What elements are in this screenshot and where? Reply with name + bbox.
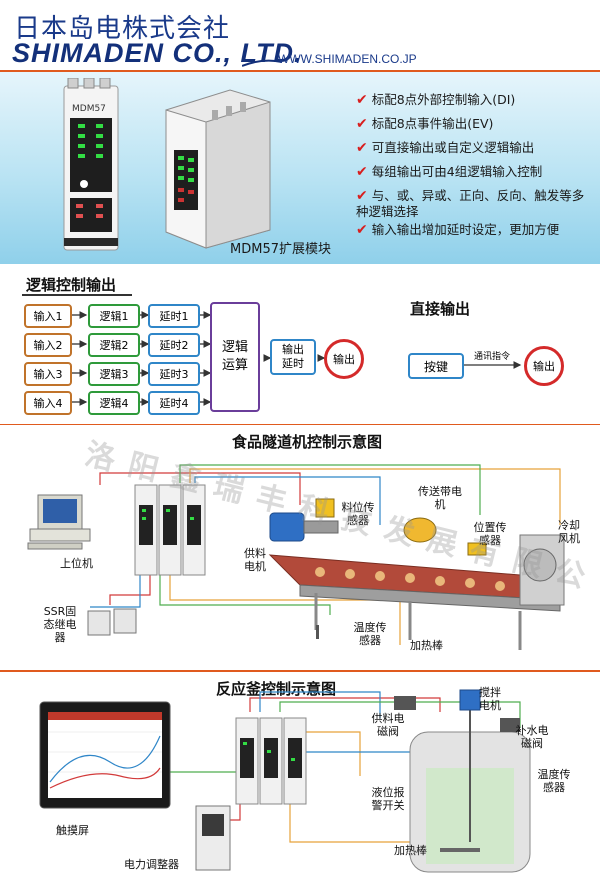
logic-title: 逻辑控制输出: [26, 276, 117, 294]
delay-box-2: 延时2: [148, 333, 200, 357]
input-box-1: 输入1: [24, 304, 72, 328]
reactor-diagram: [39, 689, 531, 873]
checkmark-icon: ✔: [356, 116, 368, 132]
reactor-title: 反应釜控制示意图: [216, 680, 337, 698]
checkmark-icon: ✔: [356, 164, 368, 180]
stir-motor-label: 搅拌电机: [479, 686, 501, 712]
logic-operation-box: 逻辑运算: [210, 302, 260, 412]
temperature-sensor-label: 温度传感器: [353, 621, 387, 647]
checkmark-icon: ✔: [356, 140, 368, 156]
title-underline: [22, 294, 132, 296]
product-panel: MDM57 MDM57扩展模块 ✔标配8点外部控制输入(DI) ✔标配8点事件输…: [0, 72, 600, 264]
header: 日本岛电株式会社 SHIMADEN CO., LTD. WWW.SHIMADEN…: [0, 0, 600, 72]
power-regulator-label: 电力调整器: [124, 858, 179, 871]
direct-output-circle: 输出: [524, 346, 564, 386]
feature-item: ✔输入输出增加延时设定，更加方便: [356, 222, 560, 238]
mdm57-module-front-image: [63, 78, 119, 251]
level-switch-label: 液位报警开关: [371, 786, 405, 812]
logo-swoosh-icon: [242, 59, 282, 67]
mdm57-module-angle-image: [165, 89, 271, 249]
logic-box-4: 逻辑4: [88, 391, 140, 415]
header-divider: [0, 70, 600, 72]
water-valve-label: 补水电磁阀: [515, 724, 549, 750]
logic-output-circle: 输出: [324, 339, 364, 379]
delay-box-1: 延时1: [148, 304, 200, 328]
checkmark-icon: ✔: [356, 92, 368, 108]
input-box-3: 输入3: [24, 362, 72, 386]
food-tunnel-panel: 食品隧道机控制示意图: [0, 425, 600, 670]
host-computer-label: 上位机: [60, 557, 93, 570]
cooling-fan-label: 冷却风机: [558, 519, 580, 545]
temperature-sensor-label: 温度传感器: [537, 768, 571, 794]
direct-title: 直接输出: [410, 300, 471, 318]
section-divider: [0, 670, 600, 673]
key-box: 按键: [408, 353, 464, 379]
logic-box-1: 逻辑1: [88, 304, 140, 328]
logic-panel: 逻辑控制输出 输入1 输入2 输入3 输入4 逻辑1 逻辑2 逻辑3 逻辑4 延…: [0, 264, 600, 424]
checkmark-icon: ✔: [356, 188, 368, 204]
feature-item: ✔每组输出可由4组逻辑输入控制: [356, 164, 543, 180]
module-caption: MDM57扩展模块: [230, 242, 331, 257]
reactor-panel: 反应釜控制示意图: [0, 672, 600, 885]
food-title: 食品隧道机控制示意图: [232, 433, 383, 451]
checkmark-icon: ✔: [356, 222, 368, 238]
food-tunnel-diagram: [27, 464, 565, 650]
output-delay-box: 输出延时: [270, 339, 316, 375]
touchscreen-label: 触摸屏: [56, 824, 89, 837]
heater-label: 加热棒: [394, 844, 427, 857]
feature-item: ✔与、或、异或、正向、反向、触发等多种逻辑选择: [356, 188, 585, 219]
comm-command-label: 通讯指令: [474, 352, 511, 362]
delay-box-3: 延时3: [148, 362, 200, 386]
feature-item: ✔标配8点外部控制输入(DI): [356, 92, 516, 108]
feed-valve-label: 供料电磁阀: [371, 712, 405, 738]
device-label: MDM57: [72, 104, 106, 114]
input-box-2: 输入2: [24, 333, 72, 357]
ssr-label: SSR固态继电器: [43, 605, 77, 644]
website-url[interactable]: WWW.SHIMADEN.CO.JP: [278, 52, 417, 66]
feed-motor-label: 供料电机: [244, 547, 266, 573]
delay-box-4: 延时4: [148, 391, 200, 415]
conveyor-motor-label: 传送带电机: [418, 485, 462, 511]
feature-item: ✔可直接输出或自定义逻辑输出: [356, 140, 535, 156]
heater-label: 加热棒: [410, 639, 443, 652]
logic-connectors: [72, 311, 522, 406]
logic-box-3: 逻辑3: [88, 362, 140, 386]
company-name-jp: 日本岛电株式会社: [14, 13, 231, 43]
position-sensor-label: 位置传感器: [473, 521, 507, 547]
logic-box-2: 逻辑2: [88, 333, 140, 357]
material-sensor-label: 料位传感器: [341, 501, 375, 527]
input-box-4: 输入4: [24, 391, 72, 415]
feature-item: ✔标配8点事件输出(EV): [356, 116, 494, 132]
